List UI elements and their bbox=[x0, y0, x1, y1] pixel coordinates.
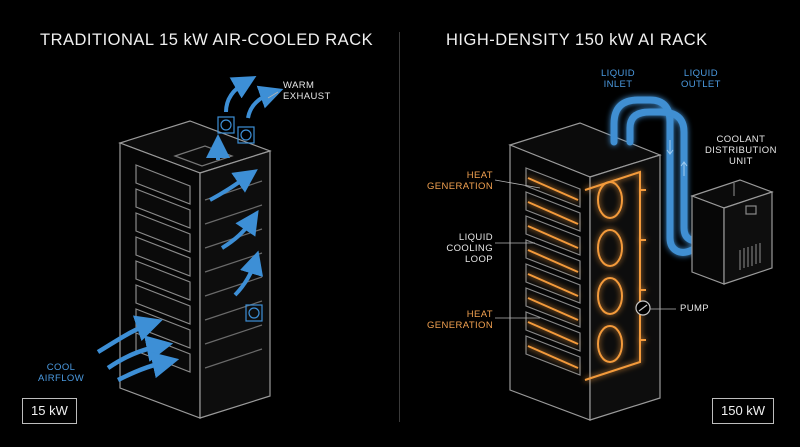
cdu-label: COOLANT DISTRIBUTION UNIT bbox=[705, 134, 777, 167]
cool-airflow-label: COOL AIRFLOW bbox=[38, 362, 85, 384]
panel-divider bbox=[399, 32, 400, 422]
pump-icon bbox=[635, 300, 651, 316]
left-panel-title: TRADITIONAL 15 kW AIR-COOLED RACK bbox=[40, 31, 374, 49]
liquid-inlet-label: LIQUID INLET bbox=[601, 68, 636, 90]
leader-lines bbox=[267, 91, 735, 319]
pump-label: PUMP bbox=[680, 303, 710, 314]
cool-airflow-arrows bbox=[96, 315, 180, 383]
left-power-badge: 15 kW bbox=[22, 398, 77, 424]
liquid-cooled-rack bbox=[508, 122, 662, 421]
flow-direction-arrows bbox=[666, 140, 688, 176]
heat-generation-top-label: HEAT GENERATION bbox=[427, 170, 494, 192]
liquid-outlet-label: LIQUID OUTLET bbox=[681, 68, 721, 90]
heat-generation-bottom-label: HEAT GENERATION bbox=[427, 309, 494, 331]
liquid-rack-servers bbox=[525, 167, 581, 376]
warm-exhaust-label: WARM EXHAUST bbox=[283, 80, 331, 102]
exhaust-fan-icon bbox=[217, 116, 263, 322]
right-power-badge: 150 kW bbox=[712, 398, 775, 424]
liquid-cooling-loop-label: LIQUID COOLING LOOP bbox=[446, 232, 493, 265]
coolant-distribution-unit bbox=[690, 179, 774, 285]
heat-cooling-loops bbox=[527, 170, 646, 381]
liquid-piping bbox=[610, 96, 710, 256]
air-cooled-rack bbox=[118, 120, 272, 419]
warm-exhaust-arrows bbox=[206, 76, 284, 297]
right-panel-title: HIGH-DENSITY 150 kW AI RACK bbox=[446, 31, 708, 49]
